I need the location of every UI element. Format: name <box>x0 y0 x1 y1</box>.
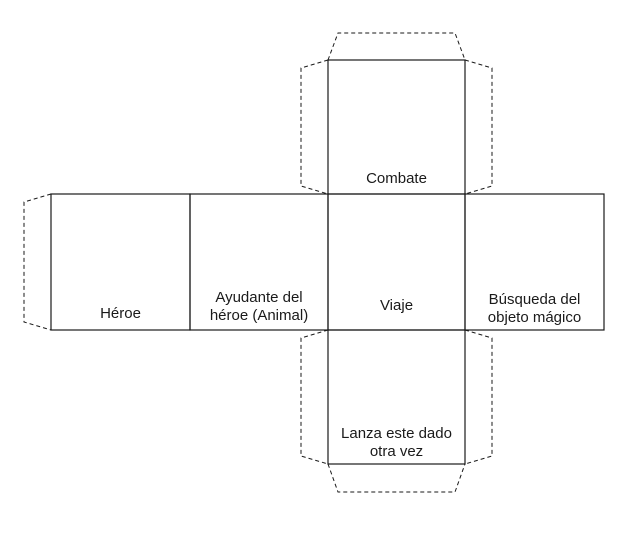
face-right <box>464 193 605 331</box>
tab-top-face-right <box>464 59 493 195</box>
tab-bottom-face-right <box>464 329 493 465</box>
face-bottom-label: Lanza este dado otra vez <box>341 425 452 460</box>
tab-bottom-face-bottom <box>327 463 466 493</box>
face-top-label: Combate <box>366 170 427 187</box>
faces <box>50 59 605 465</box>
tab-top-face-left <box>300 59 329 195</box>
face-bottom <box>327 329 466 465</box>
face-right-label: Búsqueda del objeto mágico <box>487 291 582 326</box>
tab-top-face-top <box>327 32 466 61</box>
face-left-center-label: Ayudante del héroe (Animal) <box>209 289 309 324</box>
glue-tabs <box>23 32 493 493</box>
face-center-label: Viaje <box>379 297 414 314</box>
tab-left-face-left <box>23 193 52 331</box>
tab-bottom-face-left <box>300 329 329 465</box>
face-left-label: Héroe <box>100 305 141 322</box>
